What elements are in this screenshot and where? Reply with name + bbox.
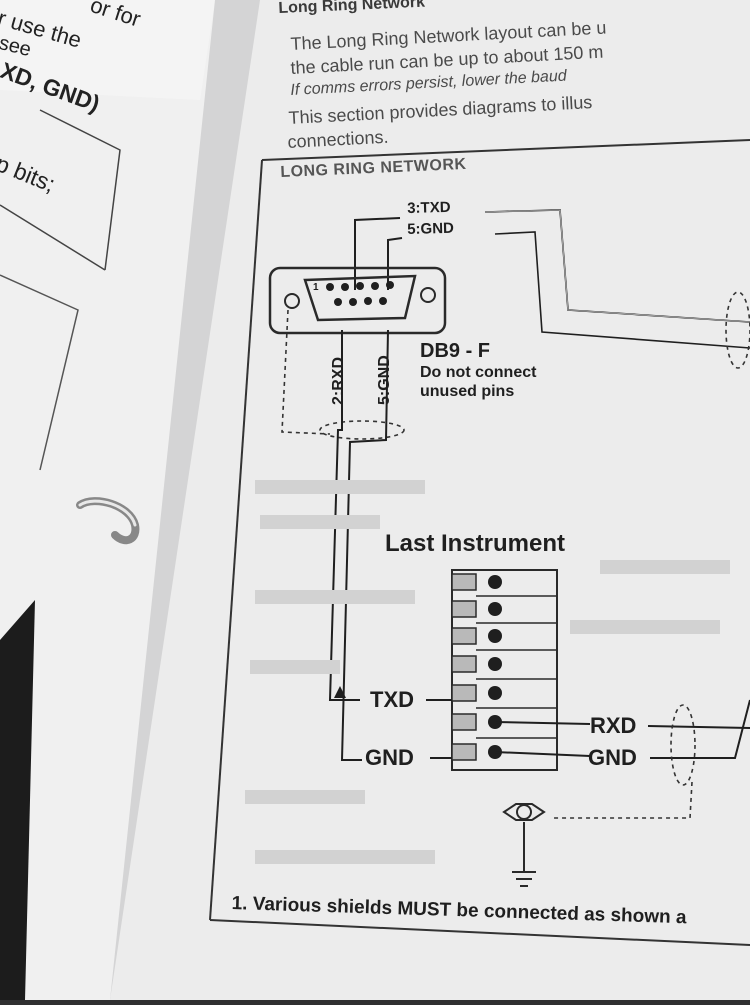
shield-dashed-left (281, 309, 331, 435)
manual-left-page: or for r use the see XD, GND) p bits; (0, 0, 250, 1000)
paper-sheet (65, 0, 750, 1000)
rxd-out-wire (647, 725, 750, 729)
pin-label-rxd: 2:RXD (330, 356, 347, 405)
arrow-head (334, 686, 346, 698)
connector-note-line2: unused pins (420, 383, 515, 400)
terminal-label-gnd-right: GND (588, 745, 637, 770)
gnd-wire (340, 329, 389, 761)
top-label-gnd: 5:GND (407, 219, 455, 238)
gnd-out-wire (650, 699, 750, 759)
shield-ellipse-connector (319, 420, 405, 440)
instrument-title: Last Instrument (385, 530, 566, 557)
show-through-text (245, 480, 730, 864)
terminal-label-gnd-left: GND (365, 745, 414, 770)
frame-left-edge (209, 159, 263, 921)
txd-leader-line (354, 217, 401, 290)
frame-bottom-edge (209, 919, 750, 946)
terminal-block (426, 569, 591, 771)
connector-pin1-marker: 1 (313, 282, 319, 293)
terminal-label-txd: TXD (370, 687, 414, 712)
frame-top-edge (261, 139, 750, 161)
gnd-cable-right (494, 231, 750, 349)
shield-ellipse-top (725, 291, 750, 369)
ground-symbol (502, 803, 546, 887)
connector-name: DB9 - F (420, 340, 490, 362)
rxd-wire (328, 330, 360, 701)
connector-note-line1: Do not connect (420, 364, 537, 381)
pin-label-gnd: 5:GND (376, 355, 393, 405)
top-label-txd: 3:TXD (407, 198, 451, 217)
shield-dashed-ground (552, 781, 693, 819)
shield-ellipse-bottom (670, 704, 696, 786)
terminal-label-rxd: RXD (590, 713, 637, 738)
db9-connector (268, 266, 447, 335)
gnd-leader-line (387, 237, 403, 290)
